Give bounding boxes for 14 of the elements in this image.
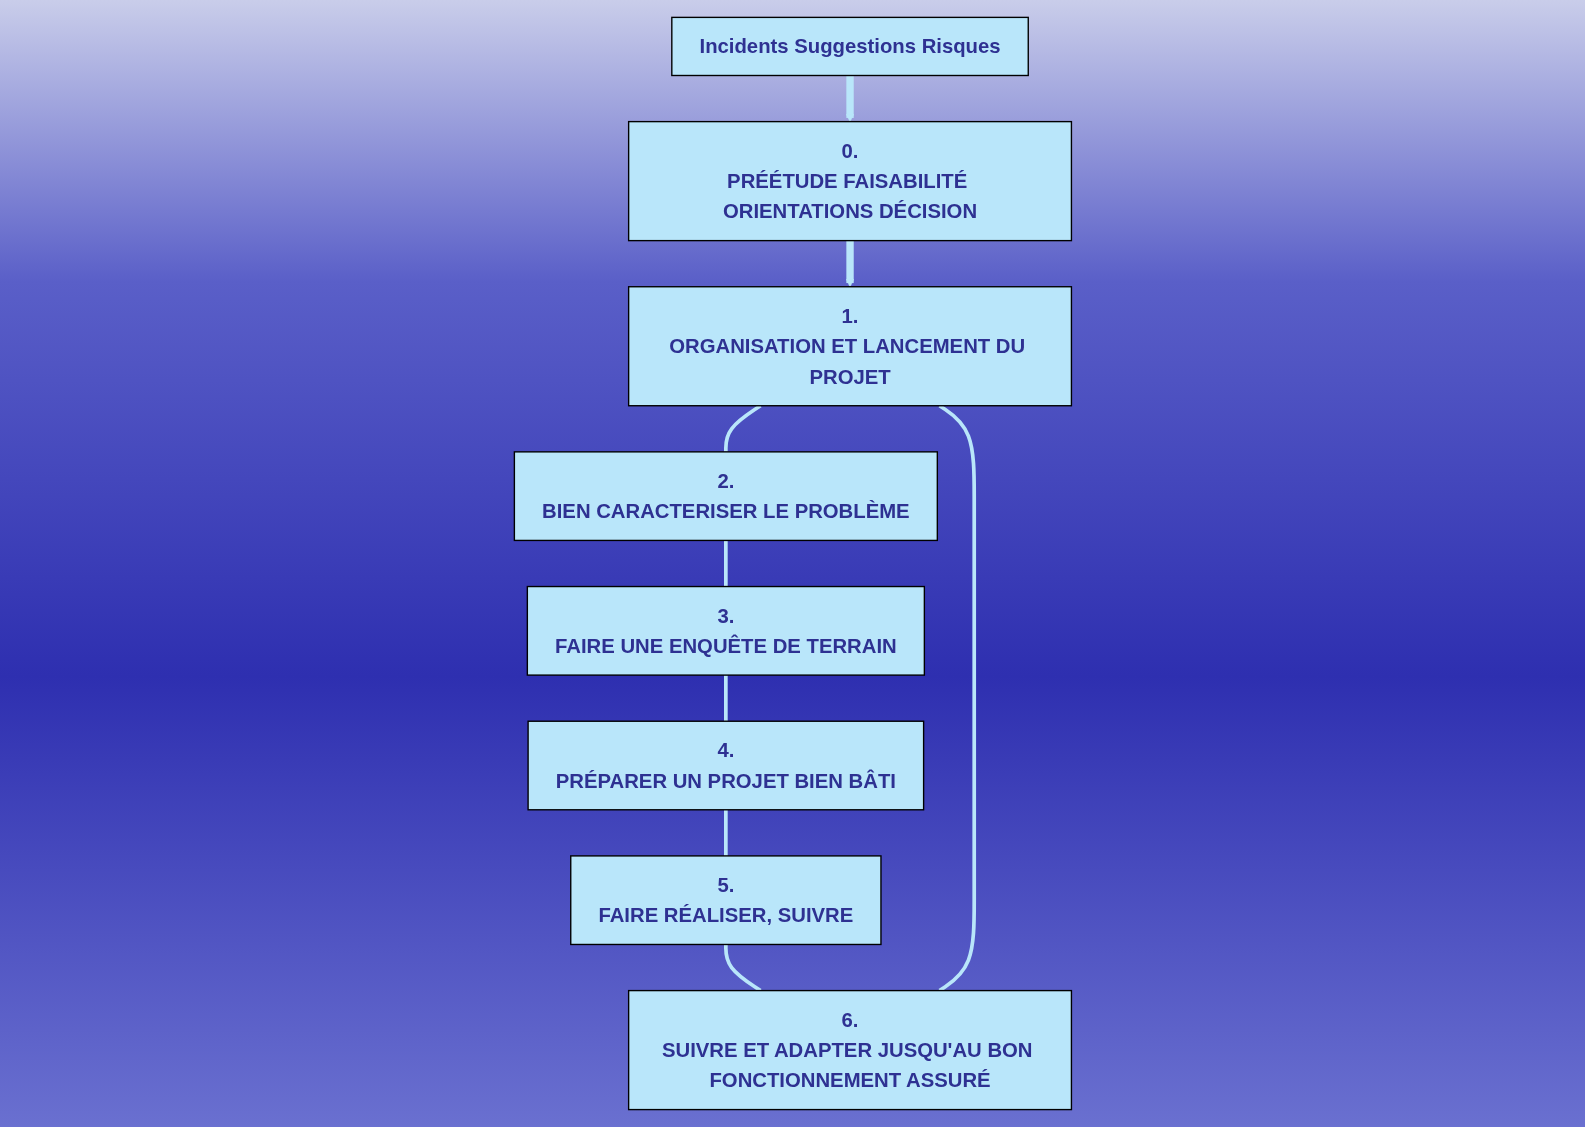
- node-box: 4. PRÉPARER UN PROJET BIEN BÂTI: [527, 720, 924, 811]
- node-box: 2. BIEN CARACTERISER LE PROBLÈME: [513, 451, 938, 542]
- node-box: 5. FAIRE RÉALISER, SUIVRE: [569, 855, 882, 946]
- node-box: 3. FAIRE UNE ENQUÊTE DE TERRAIN: [526, 585, 925, 676]
- arrow: [845, 240, 854, 288]
- connector: [723, 404, 762, 452]
- node-box: 0. PRÉÉTUDE FAISABILITÉ ORIENTATIONS DÉCISION: [627, 120, 1072, 242]
- arrow: [845, 75, 854, 122]
- connector: [723, 540, 728, 587]
- node-box: 6. SUIVRE ET ADAPTER JUSQU'AU BON FONCTIONNEMENT ASSURÉ: [627, 989, 1072, 1111]
- node-box: Incidents Suggestions Risques: [670, 16, 1029, 77]
- connector: [723, 675, 728, 722]
- connector: [723, 809, 728, 856]
- node-box: 1. ORGANISATION ET LANCEMENT DU PROJET: [627, 286, 1072, 407]
